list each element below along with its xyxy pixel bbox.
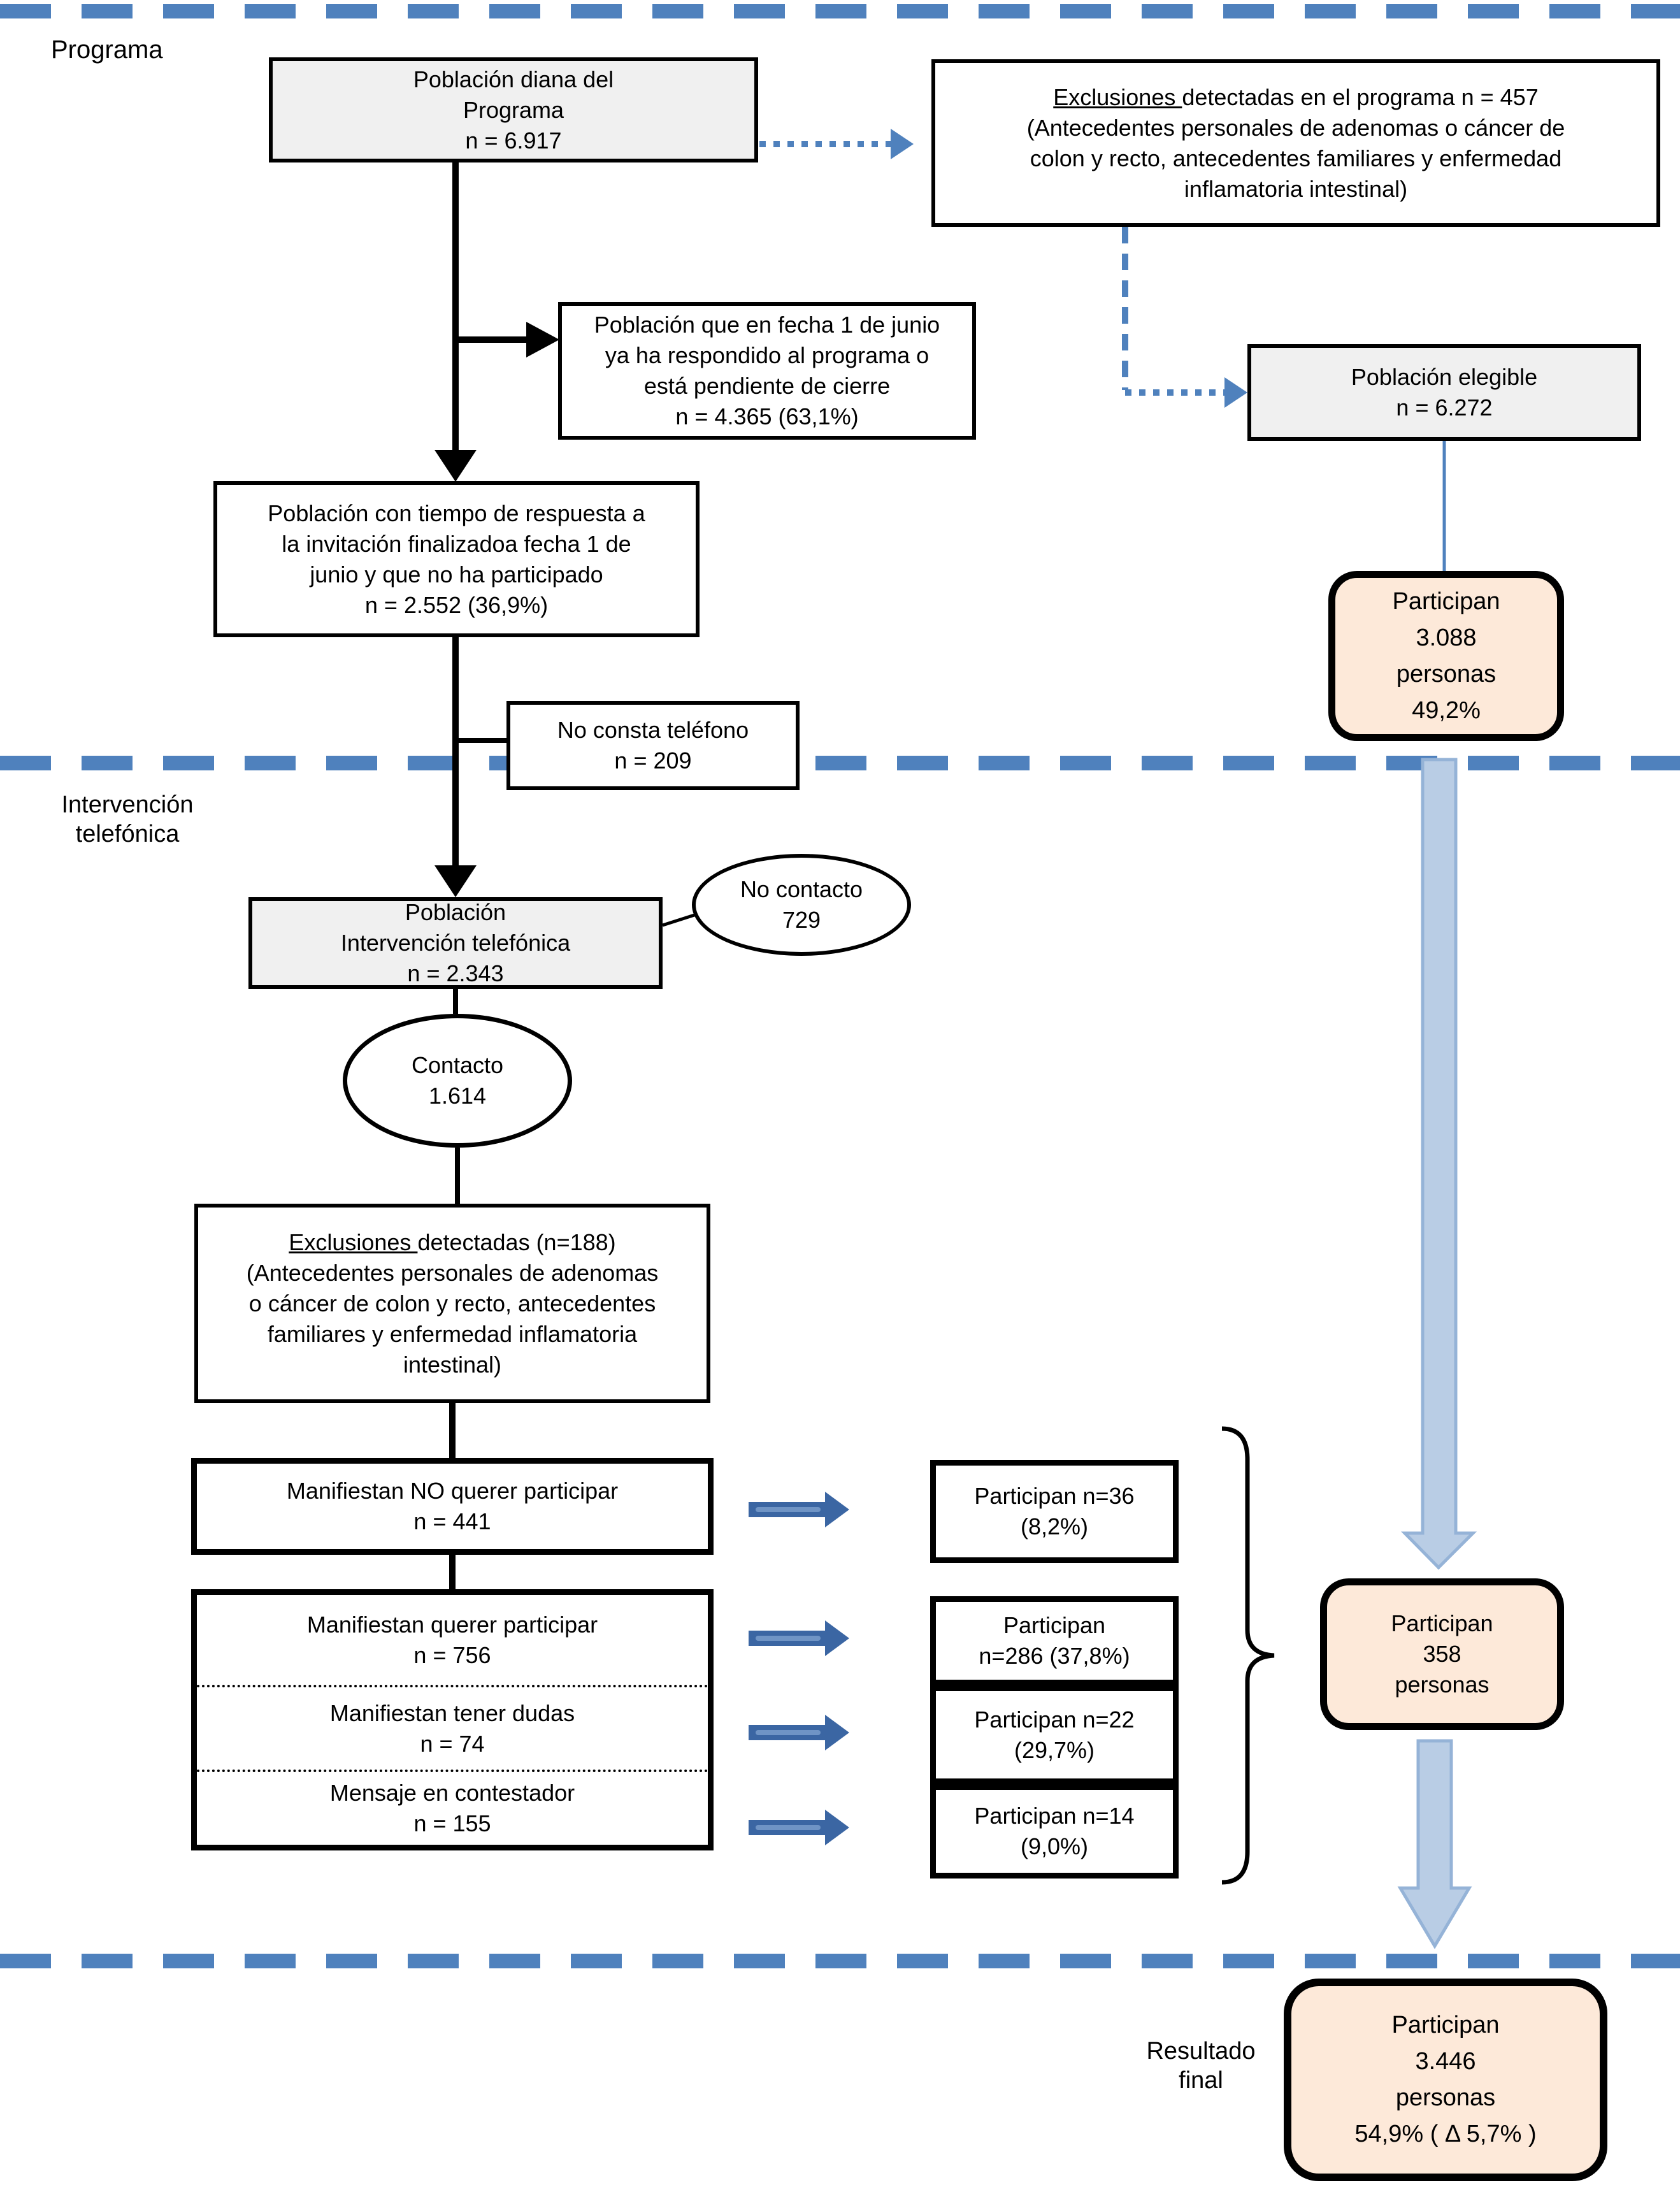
underlined-word: Exclusiones bbox=[1053, 83, 1182, 110]
node-mensaje-contestador: Mensaje en contestador n = 155 bbox=[197, 1770, 708, 1845]
section-label-intervencion: Intervención telefónica bbox=[61, 791, 194, 847]
node-text: Población Intervención telefónica n = 2.… bbox=[340, 899, 571, 986]
node-text-rest: detectadas (n=188) (Antecedentes persona… bbox=[246, 1229, 659, 1378]
node-manifiestan-no: Manifiestan NO querer participar n = 441 bbox=[191, 1458, 714, 1555]
node-manifiestan-group: Manifiestan querer participar n = 756 Ma… bbox=[191, 1589, 714, 1850]
link-nocontacto bbox=[662, 913, 695, 927]
arrowhead-right-icon bbox=[526, 322, 559, 357]
node-participan-358: Participan 358 personas bbox=[1320, 1578, 1564, 1730]
node-text: No contacto 729 bbox=[740, 876, 863, 933]
node-text: Población con tiempo de respuesta a la i… bbox=[268, 500, 645, 618]
underlined-word: Exclusiones bbox=[289, 1229, 418, 1255]
node-text: Manifiestan querer participar n = 756 bbox=[306, 1611, 598, 1668]
node-text: Participan n=286 (37,8%) bbox=[979, 1612, 1130, 1669]
node-poblacion-elegible: Población elegible n = 6.272 bbox=[1247, 344, 1641, 441]
node-text: Exclusiones detectadas en el programa n … bbox=[1027, 82, 1565, 205]
node-text: Población elegible n = 6.272 bbox=[1351, 364, 1538, 421]
node-text: Participan 3.446 personas 54,9% ( Δ 5,7%… bbox=[1354, 2012, 1537, 2147]
node-text: Contacto 1.614 bbox=[411, 1052, 504, 1109]
node-participan-286: Participan n=286 (37,8%) bbox=[930, 1596, 1179, 1685]
block-arrow-right-icon bbox=[749, 1620, 849, 1656]
phase-divider-middle bbox=[0, 756, 1680, 770]
node-exclusiones-programa: Exclusiones detectadas en el programa n … bbox=[931, 59, 1660, 227]
node-text: No consta teléfono n = 209 bbox=[557, 717, 749, 774]
arrowhead-down-icon bbox=[434, 450, 477, 482]
node-text: Participan 3.088 personas 49,2% bbox=[1392, 588, 1500, 724]
node-text: Manifiestan tener dudas n = 74 bbox=[329, 1699, 575, 1757]
big-down-arrow-icon bbox=[1401, 758, 1477, 1570]
blue-arrowhead-right-icon bbox=[891, 129, 914, 159]
node-text: Mensaje en contestador n = 155 bbox=[329, 1780, 575, 1837]
node-exclusiones-telefonica: Exclusiones detectadas (n=188) (Antecede… bbox=[194, 1204, 710, 1403]
node-manifiestan-dudas: Manifiestan tener dudas n = 74 bbox=[197, 1685, 708, 1770]
node-participan-36: Participan n=36 (8,2%) bbox=[930, 1460, 1179, 1563]
node-poblacion-respondido: Población que en fecha 1 de junio ya ha … bbox=[558, 302, 976, 440]
node-participan-14: Participan n=14 (9,0%) bbox=[930, 1784, 1179, 1879]
block-arrow-right-icon bbox=[749, 1492, 849, 1527]
node-text: Participan 358 personas bbox=[1391, 1610, 1493, 1698]
node-text: Exclusiones detectadas (n=188) (Antecede… bbox=[247, 1227, 658, 1380]
node-text: Participan n=36 (8,2%) bbox=[974, 1483, 1135, 1540]
node-poblacion-intervencion: Población Intervención telefónica n = 2.… bbox=[248, 897, 663, 989]
arrowhead-down-icon bbox=[434, 865, 477, 897]
node-participan-22: Participan n=22 (29,7%) bbox=[930, 1685, 1179, 1784]
big-down-arrow-icon bbox=[1397, 1739, 1472, 1949]
phase-divider-bottom bbox=[0, 1954, 1680, 1968]
node-manifiestan-querer: Manifiestan querer participar n = 756 bbox=[197, 1595, 708, 1685]
phase-divider-top bbox=[0, 4, 1680, 18]
section-label-programa: Programa bbox=[51, 36, 163, 64]
section-label-resultado: Resultado final bbox=[1146, 2038, 1256, 2094]
node-text: Población diana del Programa n = 6.917 bbox=[413, 66, 614, 154]
node-participan-3088: Participan 3.088 personas 49,2% bbox=[1328, 571, 1564, 741]
node-participan-3446: Participan 3.446 personas 54,9% ( Δ 5,7%… bbox=[1284, 1979, 1607, 2181]
grouping-brace-icon bbox=[1221, 1426, 1275, 1885]
node-text: Participan n=22 (29,7%) bbox=[974, 1706, 1135, 1763]
node-no-contacto: No contacto 729 bbox=[692, 854, 911, 956]
block-arrow-right-icon bbox=[749, 1715, 849, 1750]
node-text: Población que en fecha 1 de junio ya ha … bbox=[594, 312, 940, 429]
node-poblacion-diana: Población diana del Programa n = 6.917 bbox=[269, 57, 758, 162]
node-poblacion-sin-respuesta: Población con tiempo de respuesta a la i… bbox=[213, 481, 700, 637]
node-no-consta-telefono: No consta teléfono n = 209 bbox=[506, 701, 800, 790]
node-text-rest: detectadas en el programa n = 457 (Antec… bbox=[1026, 83, 1565, 202]
blue-arrowhead-right-icon bbox=[1224, 377, 1247, 408]
node-text: Participan n=14 (9,0%) bbox=[974, 1803, 1135, 1859]
block-arrow-right-icon bbox=[749, 1810, 849, 1845]
node-text: Manifiestan NO querer participar n = 441 bbox=[286, 1478, 619, 1534]
node-contacto: Contacto 1.614 bbox=[343, 1014, 572, 1148]
